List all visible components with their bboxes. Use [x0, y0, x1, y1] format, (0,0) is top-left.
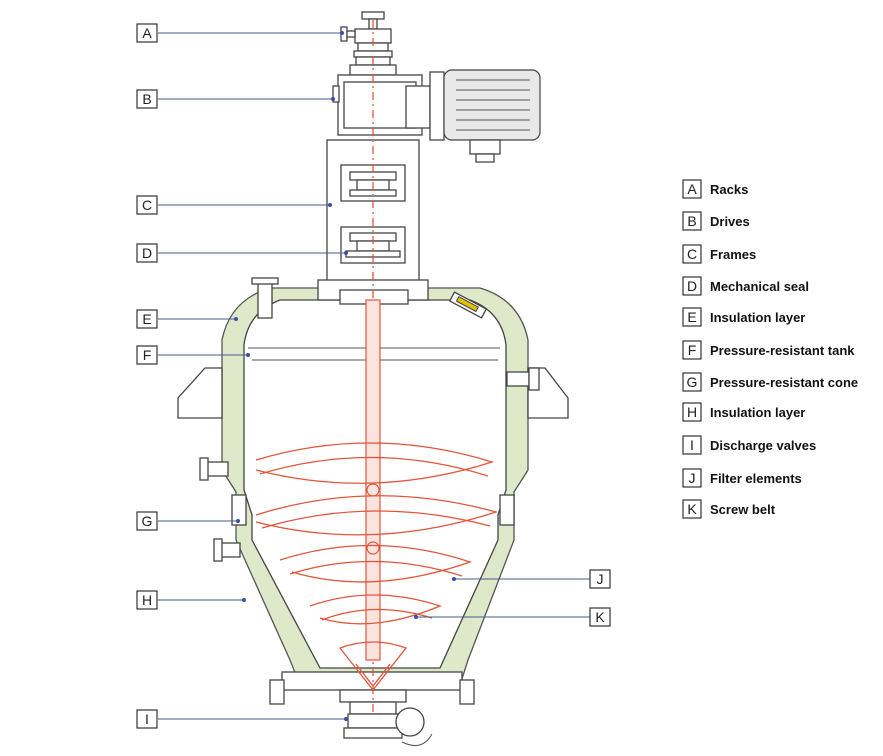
legend-item: E Insulation layer [682, 307, 805, 327]
svg-text:K: K [687, 501, 697, 517]
leader-dots [234, 31, 456, 721]
svg-text:E: E [142, 311, 151, 327]
svg-text:Discharge valves: Discharge valves [710, 438, 816, 453]
tag-d: D [136, 243, 158, 263]
svg-text:J: J [689, 470, 696, 486]
legend-item: C Frames [682, 244, 756, 264]
legend-item: I Discharge valves [682, 435, 816, 455]
tag-j: J [589, 569, 611, 589]
svg-text:Pressure-resistant tank: Pressure-resistant tank [710, 343, 855, 358]
legend-item: D Mechanical seal [682, 276, 809, 296]
tag-e: E [136, 309, 158, 329]
svg-text:E: E [687, 309, 696, 325]
tag-i: I [136, 709, 158, 729]
legend-item: F Pressure-resistant tank [682, 340, 855, 360]
legend-item: J Filter elements [682, 468, 802, 488]
side-lugs [177, 277, 569, 562]
leader-lines [158, 32, 590, 720]
svg-text:A: A [142, 25, 152, 41]
svg-text:D: D [142, 245, 152, 261]
tag-b: B [136, 89, 158, 109]
tag-g: G [136, 511, 158, 531]
tag-h: H [136, 590, 158, 610]
svg-text:Pressure-resistant cone: Pressure-resistant cone [710, 375, 858, 390]
svg-text:Drives: Drives [710, 214, 750, 229]
svg-text:F: F [688, 342, 697, 358]
svg-text:Racks: Racks [710, 182, 748, 197]
tag-k: K [589, 607, 611, 627]
svg-text:K: K [595, 609, 605, 625]
agitator-shaft [365, 20, 381, 712]
svg-text:Screw belt: Screw belt [710, 502, 776, 517]
svg-text:Insulation layer: Insulation layer [710, 310, 805, 325]
svg-text:F: F [143, 347, 152, 363]
svg-text:C: C [687, 246, 697, 262]
svg-text:H: H [687, 404, 697, 420]
svg-text:B: B [142, 91, 151, 107]
svg-text:Insulation layer: Insulation layer [710, 405, 805, 420]
svg-text:G: G [687, 374, 698, 390]
legend-item: G Pressure-resistant cone [682, 372, 858, 392]
tag-f: F [136, 345, 158, 365]
legend-item: H Insulation layer [682, 402, 805, 422]
legend-item: B Drives [682, 211, 750, 231]
svg-text:Mechanical seal: Mechanical seal [710, 279, 809, 294]
svg-text:I: I [690, 437, 694, 453]
svg-text:G: G [142, 513, 153, 529]
rack-handwheel [340, 11, 397, 76]
drive-unit [332, 69, 541, 163]
svg-text:I: I [145, 711, 149, 727]
svg-text:Frames: Frames [710, 247, 756, 262]
screw-belt [255, 442, 499, 692]
svg-text:D: D [687, 278, 697, 294]
bottom-outlet [269, 671, 475, 747]
tag-c: C [136, 195, 158, 215]
legend-item: K Screw belt [682, 499, 776, 519]
svg-text:B: B [687, 213, 696, 229]
svg-text:C: C [142, 197, 152, 213]
legend-item: A Racks [682, 179, 748, 199]
svg-text:A: A [687, 181, 697, 197]
sight-glass [448, 291, 488, 319]
svg-text:Filter elements: Filter elements [710, 471, 802, 486]
svg-text:H: H [142, 592, 152, 608]
svg-text:J: J [597, 571, 604, 587]
tag-a: A [136, 23, 158, 43]
